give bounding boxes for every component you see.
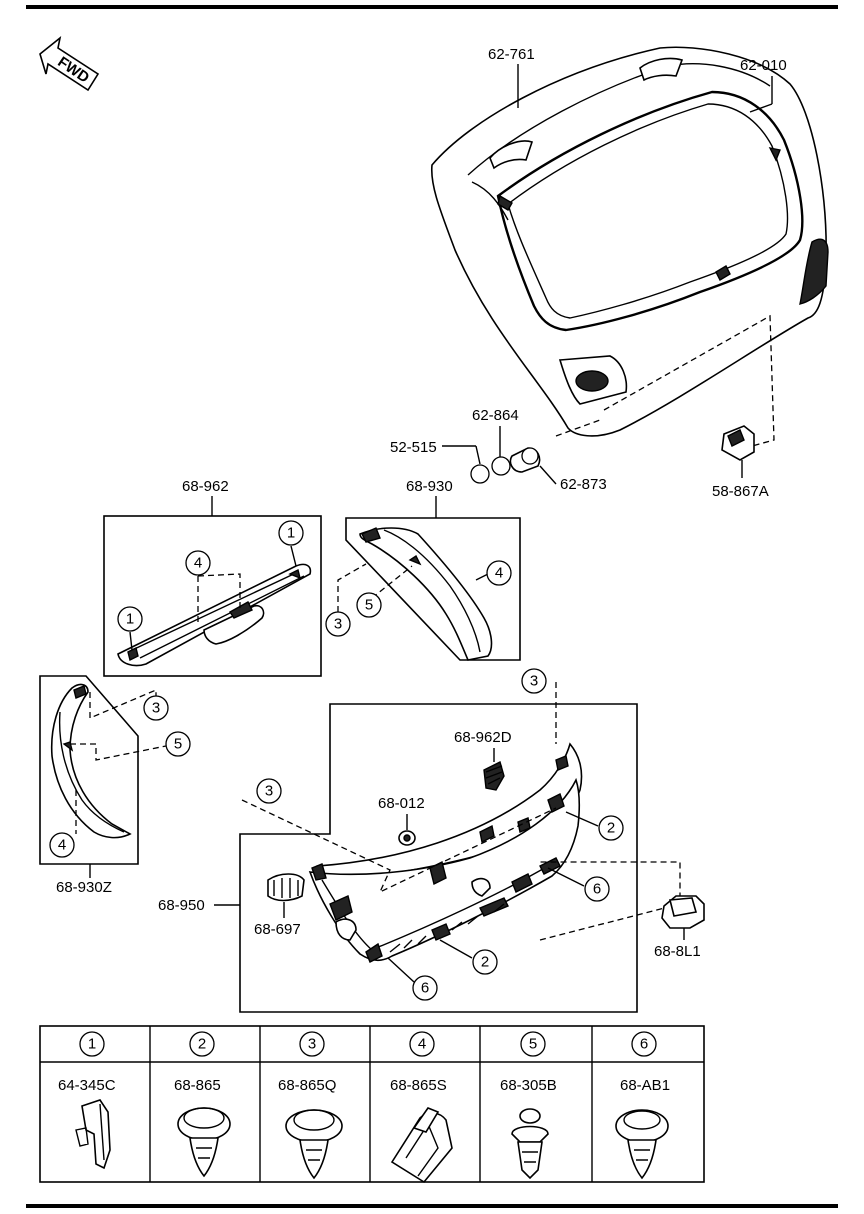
callout-5-a: 5 xyxy=(365,597,373,614)
table-part-5: 68-305B xyxy=(500,1077,557,1094)
box-68-930 xyxy=(345,517,521,661)
callout-2-a: 2 xyxy=(607,820,615,837)
callout-3-b: 3 xyxy=(152,700,160,717)
callout-1-b: 1 xyxy=(126,611,134,628)
trim-68-930z xyxy=(50,683,132,839)
liftgate-assembly xyxy=(430,46,829,447)
clip-68-865q-icon xyxy=(285,1109,343,1180)
callout-4-a: 4 xyxy=(194,555,202,572)
striker-58-867a xyxy=(721,425,755,461)
label-62-010: 62-010 xyxy=(740,57,787,74)
label-62-873: 62-873 xyxy=(560,476,607,493)
handle-68-697 xyxy=(267,873,305,902)
callout-4-b: 4 xyxy=(495,565,503,582)
grommet-68-012 xyxy=(398,830,416,846)
table-index-6: 6 xyxy=(640,1036,648,1053)
clip-64-345c-icon xyxy=(75,1099,111,1170)
label-62-761: 62-761 xyxy=(488,46,535,63)
label-68-697: 68-697 xyxy=(254,921,301,938)
callout-1-a: 1 xyxy=(287,525,295,542)
trim-68-950 xyxy=(308,742,583,963)
table-part-1: 64-345C xyxy=(58,1077,116,1094)
bumper-62-873 xyxy=(509,447,541,473)
box-68-950 xyxy=(239,703,638,1013)
table-part-4: 68-865S xyxy=(390,1077,447,1094)
trim-68-962 xyxy=(117,563,312,667)
table-part-2: 68-865 xyxy=(174,1077,221,1094)
lamp-68-8l1 xyxy=(661,895,705,929)
label-68-930: 68-930 xyxy=(406,478,453,495)
table-index-5: 5 xyxy=(529,1036,537,1053)
clip-68-865-icon xyxy=(177,1107,231,1178)
cap-52-515 xyxy=(470,464,490,484)
callout-3-d: 3 xyxy=(265,783,273,800)
table-index-1: 1 xyxy=(88,1036,96,1053)
label-68-012: 68-012 xyxy=(378,795,425,812)
callout-3-c: 3 xyxy=(530,673,538,690)
fwd-arrow-icon: FWD xyxy=(39,36,100,92)
callout-6-b: 6 xyxy=(421,980,429,997)
clip-68-865s-icon xyxy=(390,1107,453,1184)
cap-62-864 xyxy=(491,456,511,476)
label-68-8l1: 68-8L1 xyxy=(654,943,701,960)
label-68-950: 68-950 xyxy=(158,897,205,914)
label-68-962: 68-962 xyxy=(182,478,229,495)
table-part-3: 68-865Q xyxy=(278,1077,336,1094)
table-index-2: 2 xyxy=(198,1036,206,1053)
label-58-867a: 58-867A xyxy=(712,483,769,500)
label-62-864: 62-864 xyxy=(472,407,519,424)
table-part-6: 68-AB1 xyxy=(620,1077,670,1094)
callout-5-b: 5 xyxy=(174,736,182,753)
box-68-962 xyxy=(103,515,322,677)
callout-6-a: 6 xyxy=(593,881,601,898)
fastener-table xyxy=(39,1025,705,1183)
trim-68-930 xyxy=(359,527,493,661)
table-index-4: 4 xyxy=(418,1036,426,1053)
box-68-930z xyxy=(39,675,139,865)
clip-68-305b-icon xyxy=(511,1108,549,1180)
label-68-962d: 68-962D xyxy=(454,729,512,746)
table-index-3: 3 xyxy=(308,1036,316,1053)
callout-4-c: 4 xyxy=(58,837,66,854)
label-52-515: 52-515 xyxy=(390,439,437,456)
clip-68-ab1-icon xyxy=(615,1109,669,1180)
callout-3-a: 3 xyxy=(334,616,342,633)
callout-2-b: 2 xyxy=(481,954,489,971)
part-68-962d xyxy=(483,760,505,791)
label-68-930z: 68-930Z xyxy=(56,879,112,896)
